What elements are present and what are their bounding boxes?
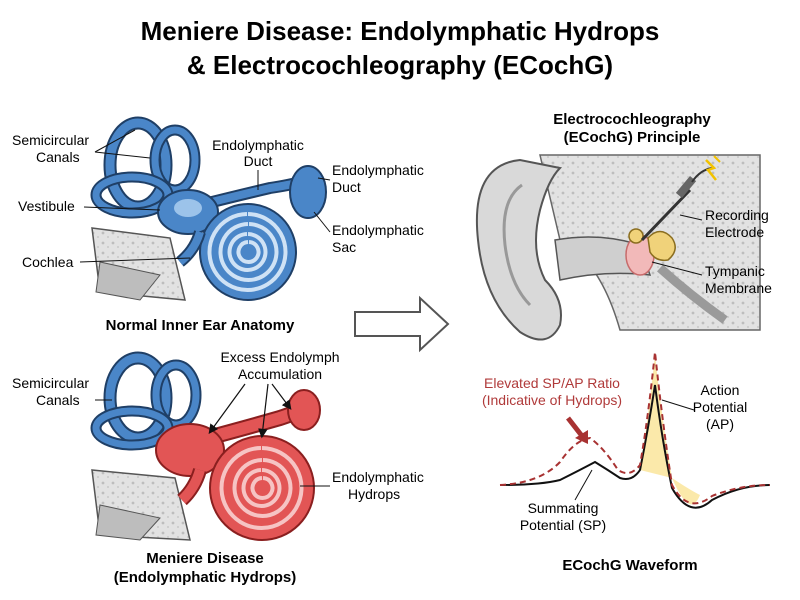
label-endolymphatic-hydrops-2: Hydrops: [348, 486, 400, 502]
elevated-arrow-head: [575, 430, 588, 444]
label-endolymphatic-duct-2: Duct: [244, 153, 273, 169]
label-endolymphatic-duct-1: Endolymphatic: [212, 137, 304, 153]
transition-arrow: [354, 295, 450, 353]
waveform-normal-line: [499, 384, 771, 509]
label-endolymphatic-sac-1: Endolymphatic: [332, 222, 424, 238]
waveform-trough-fill: [672, 478, 700, 505]
leader-semicircular: [94, 129, 136, 153]
leader-semicircular-2: [94, 151, 151, 159]
leader-electrode: [679, 214, 703, 221]
label-endolymphatic-hydrops-1: Endolymphatic: [332, 469, 424, 485]
caption-meniere-2: (Endolymphatic Hydrops): [114, 569, 297, 586]
label-semicircular-canals-disease-1: Semicircular: [12, 375, 89, 391]
leader-tympanic: [651, 261, 703, 276]
leader-action-potential: [661, 399, 695, 411]
label-summating-potential-2: Potential (SP): [520, 517, 606, 533]
caption-ecochg-waveform: ECochG Waveform: [562, 557, 697, 574]
label-summating-potential-1: Summating: [528, 500, 599, 516]
label-action-potential-1: Action: [701, 382, 740, 398]
label-action-potential-2: Potential: [693, 399, 747, 415]
waveform-elevated-line: [499, 351, 771, 505]
label-action-potential-3: (AP): [706, 416, 734, 432]
normal-inner-ear-illustration: [90, 116, 327, 301]
ear-cross-section-illustration: [476, 154, 761, 341]
leader-excess-2: [258, 383, 269, 439]
label-vestibule: Vestibule: [18, 198, 75, 214]
leader-excess-3: [271, 383, 292, 410]
ecochg-title-2: (ECochG) Principle: [564, 129, 701, 146]
label-cochlea: Cochlea: [22, 254, 74, 270]
leader-excess-1: [208, 383, 246, 434]
label-elevated-sp-ap-1: Elevated SP/AP Ratio: [484, 375, 620, 391]
label-excess-endolymph-2: Accumulation: [238, 366, 322, 382]
caption-meniere-1: Meniere Disease: [146, 550, 264, 567]
leader-cochlea: [79, 257, 191, 263]
leader-summating: [574, 469, 593, 501]
leader-sac: [313, 211, 331, 233]
label-semicircular-canals-1: Semicircular: [12, 132, 89, 148]
label-endolymphatic-duct-right-1: Endolymphatic: [332, 162, 424, 178]
label-elevated-sp-ap-2: (Indicative of Hydrops): [482, 392, 622, 408]
leader-vestibule: [83, 206, 161, 211]
label-tympanic-membrane-1: Tympanic: [705, 263, 765, 279]
ecochg-title-1: Electrocochleography: [553, 111, 711, 128]
caption-normal-anatomy: Normal Inner Ear Anatomy: [106, 317, 295, 334]
label-tympanic-membrane-2: Membrane: [705, 280, 772, 296]
label-recording-electrode-2: Electrode: [705, 224, 764, 240]
elevated-arrow: [566, 416, 584, 438]
main-title-line-2: & Electrocochleography (ECochG): [187, 50, 613, 80]
leader-duct-right: [317, 177, 331, 181]
label-endolymphatic-sac-2: Sac: [332, 239, 356, 255]
label-semicircular-canals-2: Canals: [36, 149, 80, 165]
label-recording-electrode-1: Recording: [705, 207, 769, 223]
label-excess-endolymph-1: Excess Endolymph: [220, 349, 339, 365]
label-endolymphatic-duct-right-2: Duct: [332, 179, 361, 195]
ecochg-waveform-plot: [499, 351, 771, 509]
hydrops-inner-ear-illustration: [90, 351, 321, 541]
label-semicircular-canals-disease-2: Canals: [36, 392, 80, 408]
main-title-line-1: Meniere Disease: Endolymphatic Hydrops: [141, 16, 660, 46]
